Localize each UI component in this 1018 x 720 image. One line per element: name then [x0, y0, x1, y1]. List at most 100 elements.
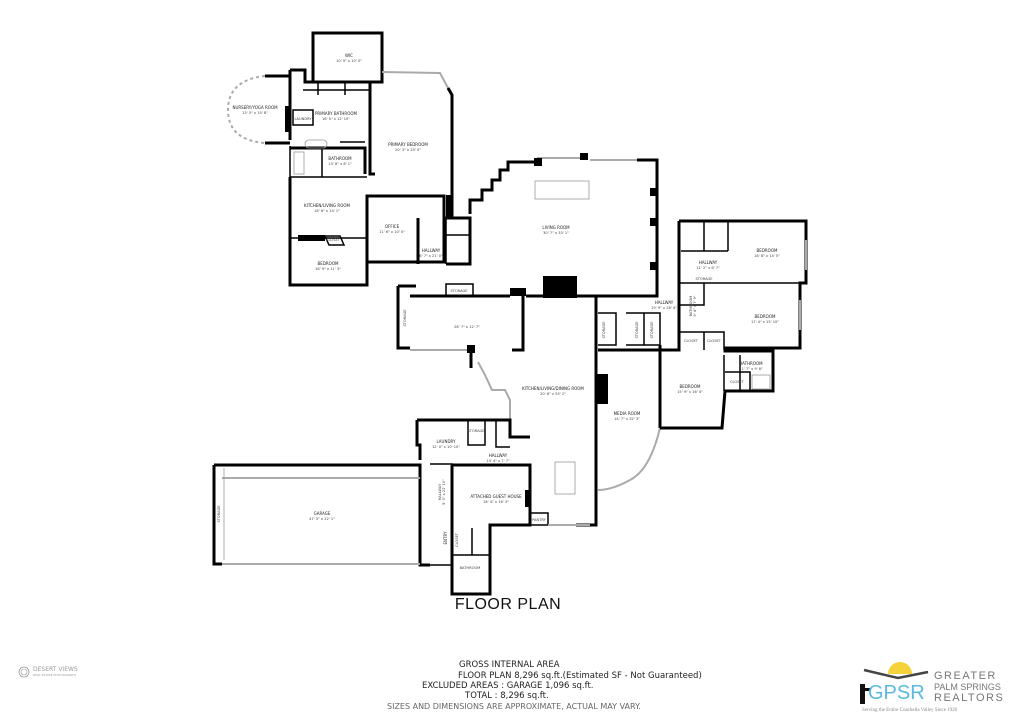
svg-text:STORAGE: STORAGE	[650, 321, 654, 339]
svg-text:HALLWAY: HALLWAY	[655, 300, 674, 305]
svg-text:STORAGE: STORAGE	[467, 429, 485, 433]
area-heading: GROSS INTERNAL AREA	[459, 660, 560, 670]
room-storage: STORAGE	[650, 321, 654, 339]
svg-text:STORAGE: STORAGE	[403, 309, 407, 327]
svg-text:LIVING ROOM: LIVING ROOM	[542, 225, 570, 230]
svg-text:GPSR: GPSR	[868, 682, 925, 704]
svg-text:5' 0" x 22' 10": 5' 0" x 22' 10"	[442, 479, 446, 505]
svg-text:PALM SPRINGS: PALM SPRINGS	[934, 682, 1001, 692]
svg-text:BEDROOM: BEDROOM	[680, 384, 701, 389]
svg-text:12' 0" x 10' 10": 12' 0" x 10' 10"	[432, 445, 460, 449]
svg-text:MEDIA ROOM: MEDIA ROOM	[614, 411, 641, 416]
svg-text:BATHROOM: BATHROOM	[328, 156, 352, 161]
svg-text:13' 5" x 15' 8": 13' 5" x 15' 8"	[242, 111, 268, 115]
room-closet: CLOSET	[684, 339, 699, 343]
room-storage: STORAGE	[695, 277, 713, 281]
room-closet: CLOSET	[455, 532, 459, 547]
svg-text:REALTORS: REALTORS	[934, 692, 1004, 704]
svg-text:KITCHEN/LIVING ROOM: KITCHEN/LIVING ROOM	[304, 203, 350, 208]
disclaimer: SIZES AND DIMENSIONS ARE APPROXIMATE, AC…	[387, 702, 641, 711]
svg-text:18' 8" x 14' 5": 18' 8" x 14' 5"	[754, 254, 780, 258]
svg-text:GARAGE: GARAGE	[314, 511, 331, 516]
svg-text:CLOSET: CLOSET	[684, 339, 699, 343]
svg-text:BATHROOM: BATHROOM	[689, 296, 693, 317]
svg-text:STORAGE: STORAGE	[635, 321, 639, 339]
room-laundry-small: LAUNDRY	[294, 117, 312, 121]
svg-text:BEDROOM: BEDROOM	[755, 314, 776, 319]
room-closet: CLOSET	[730, 380, 745, 384]
svg-text:BATHROOM: BATHROOM	[739, 361, 763, 366]
svg-text:47' 5" x 22' 1": 47' 5" x 22' 1"	[309, 517, 335, 521]
svg-text:6' 7" x 21' 0": 6' 7" x 21' 0"	[419, 254, 443, 258]
svg-text:NURSERY/YOGA ROOM: NURSERY/YOGA ROOM	[232, 105, 278, 110]
room-entry: ENTRY	[443, 531, 448, 544]
svg-text:KITCHEN/LIVING/DINING ROOM: KITCHEN/LIVING/DINING ROOM	[522, 386, 584, 391]
area-total: TOTAL : 8,296 sq.ft.	[465, 691, 549, 701]
room-pantry: PANTRY	[532, 518, 547, 522]
svg-text:26' 7" x 12' 7": 26' 7" x 12' 7"	[454, 325, 480, 329]
svg-text:CLOSET: CLOSET	[326, 238, 341, 242]
svg-text:STORAGE: STORAGE	[695, 277, 713, 281]
room-storage: STORAGE	[635, 321, 639, 339]
svg-text:PRIMARY BEDROOM: PRIMARY BEDROOM	[388, 142, 428, 147]
room-bathroom: BATHROOM	[460, 566, 481, 570]
room-storage: STORAGE	[602, 321, 606, 339]
svg-text:OFFICE: OFFICE	[385, 224, 400, 229]
svg-text:14' 4" x 7' 7": 14' 4" x 7' 7"	[486, 459, 510, 463]
svg-text:LAUNDRY: LAUNDRY	[436, 439, 456, 444]
svg-text:CLOSET: CLOSET	[455, 532, 459, 547]
svg-text:18' 6" x 14' 1": 18' 6" x 14' 1"	[314, 209, 340, 213]
svg-text:17' 4" x 15' 10": 17' 4" x 15' 10"	[751, 320, 779, 324]
svg-text:19' 9" x 28' 4": 19' 9" x 28' 4"	[651, 306, 677, 310]
svg-text:LAUNDRY: LAUNDRY	[294, 117, 312, 121]
room-closet: CLOSET	[326, 238, 341, 242]
svg-text:WIC: WIC	[345, 53, 353, 58]
svg-text:HALLWAY: HALLWAY	[699, 260, 718, 265]
area-floor-plan: FLOOR PLAN 8,296 sq.ft.(Estimated SF - N…	[458, 671, 702, 681]
desert-views-emblem-icon	[18, 666, 30, 678]
svg-text:10' 5" x 10' 0": 10' 5" x 10' 0"	[336, 59, 362, 63]
svg-text:HALLWAY: HALLWAY	[422, 248, 441, 253]
svg-text:CLOSET: CLOSET	[730, 380, 745, 384]
svg-text:15' 9" x 16' 4": 15' 9" x 16' 4"	[677, 390, 703, 394]
room-closet: CLOSET	[707, 339, 722, 343]
svg-text:ENTRY: ENTRY	[443, 531, 448, 544]
room-storage: STORAGE	[450, 289, 468, 293]
svg-text:18' 9" x 11' 3": 18' 9" x 11' 3"	[315, 267, 341, 271]
svg-text:14' 7" x 32' 3": 14' 7" x 32' 3"	[614, 417, 640, 421]
svg-text:BEDROOM: BEDROOM	[757, 248, 778, 253]
svg-text:10' 8" x 8' 1": 10' 8" x 8' 1"	[328, 162, 352, 166]
walls	[212, 31, 808, 596]
svg-text:20' 6" x 55' 2": 20' 6" x 55' 2"	[540, 392, 566, 396]
svg-text:CLOSET: CLOSET	[707, 339, 722, 343]
room-unnamed: 26' 7" x 12' 7"	[454, 325, 480, 329]
svg-text:PRIMARY BATHROOM: PRIMARY BATHROOM	[315, 111, 357, 116]
svg-text:STORAGE: STORAGE	[217, 505, 221, 523]
svg-text:HALLWAY: HALLWAY	[438, 483, 442, 500]
svg-text:GREATER: GREATER	[934, 670, 997, 682]
svg-text:11' 2" x 6' 7": 11' 2" x 6' 7"	[696, 266, 720, 270]
svg-text:BATHROOM: BATHROOM	[460, 566, 481, 570]
svg-text:20' 3" x 29' 0": 20' 3" x 29' 0"	[395, 148, 421, 152]
svg-text:11' 6" x 10' 0": 11' 6" x 10' 0"	[379, 230, 405, 234]
